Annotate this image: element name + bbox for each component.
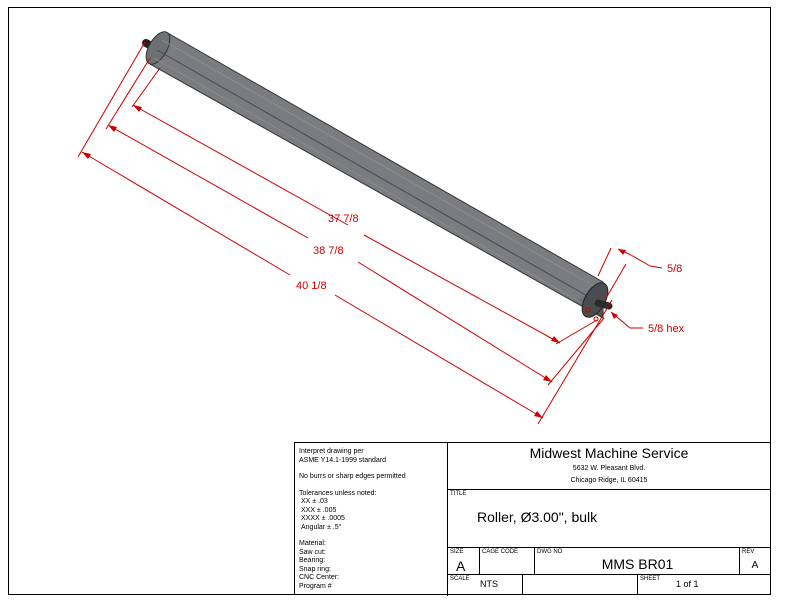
note-line: XXX ± .005 xyxy=(301,506,337,514)
size-cell: SIZE A xyxy=(448,548,480,575)
blank-cell xyxy=(523,575,638,594)
note-line: CNC Center: xyxy=(299,574,340,581)
size-label: SIZE xyxy=(450,549,464,555)
dwg-no-value: MMS BR01 xyxy=(601,556,674,572)
note-line: XX ± .03 xyxy=(301,498,328,505)
sheet-value: 1 of 1 xyxy=(676,579,699,589)
dwg-no-cell: DWG NO MMS BR01 xyxy=(535,548,740,575)
dim-38-7-8: 38 7/8 xyxy=(313,245,344,257)
note-line: XXXX ± .0005 xyxy=(301,515,345,522)
note-line: Angular ± .5° xyxy=(301,523,342,531)
dim-hex-5-8: 5/8 hex xyxy=(648,323,685,335)
note-line: Bearing: xyxy=(299,557,326,564)
sheet-cell: SHEET 1 of 1 xyxy=(638,575,770,594)
cage-code-label: CAGE CODE xyxy=(482,549,519,555)
title-block: Interpret drawing per ASME Y14.1-1999 st… xyxy=(294,442,771,596)
roller-body xyxy=(142,31,613,322)
dimension-arrows xyxy=(82,105,626,418)
note-line: Program # xyxy=(299,582,332,590)
company-address-1: 5632 W. Pleasant Blvd. xyxy=(572,465,646,472)
note-line: No burrs or sharp edges permitted xyxy=(299,473,406,480)
rev-value: A xyxy=(751,560,759,571)
note-line: Interpret drawing per xyxy=(299,448,364,455)
rev-label: REV xyxy=(742,549,755,555)
rev-cell: REV A xyxy=(740,548,770,575)
dim-40-1-8: 40 1/8 xyxy=(296,280,327,292)
cage-code-cell: CAGE CODE xyxy=(480,548,535,575)
size-value: A xyxy=(456,558,466,574)
note-line: Snap ring: xyxy=(299,565,331,573)
general-notes: Interpret drawing per ASME Y14.1-1999 st… xyxy=(295,443,448,596)
note-line: Saw cut: xyxy=(299,548,326,556)
drawing-title: Roller, Ø3.00", bulk xyxy=(477,509,598,525)
company-address-2: Chicago Ridge, IL 60415 xyxy=(570,477,648,484)
note-line: Tolerances unless noted: xyxy=(299,489,377,497)
company-name: Midwest Machine Service xyxy=(529,445,689,461)
scale-value: NTS xyxy=(480,579,498,589)
scale-label: SCALE xyxy=(450,576,470,582)
note-line: ASME Y14.1-1999 standard xyxy=(299,456,387,464)
dwg-no-label: DWG NO xyxy=(537,549,563,555)
title-label: TITLE xyxy=(450,491,467,497)
dim-shaft-5-8: 5/8 xyxy=(667,263,682,275)
sheet-label: SHEET xyxy=(640,576,661,582)
title-cell: TITLE Roller, Ø3.00", bulk xyxy=(448,490,770,548)
scale-cell: SCALE NTS xyxy=(448,575,523,594)
note-line: Material: xyxy=(299,540,326,547)
company-block: Midwest Machine Service 5632 W. Pleasant… xyxy=(448,443,770,490)
dim-37-7-8: 37 7/8 xyxy=(328,213,359,225)
dimension-lines xyxy=(77,41,663,425)
